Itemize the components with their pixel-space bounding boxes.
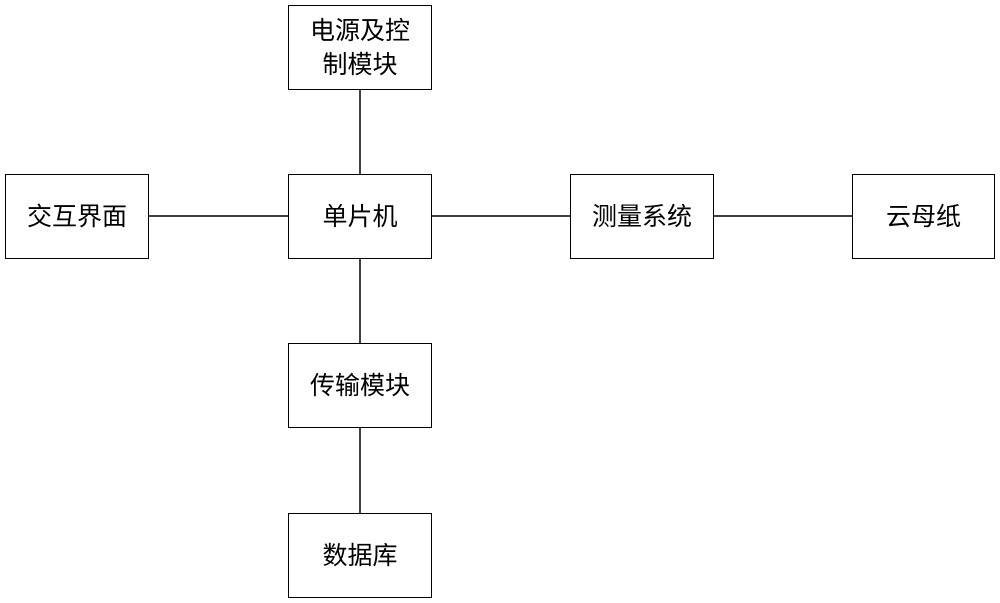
mica-paper-box: 云母纸 — [852, 174, 995, 259]
measurement-system-box: 测量系统 — [570, 174, 714, 259]
power-control-module-label: 电源及控 制模块 — [309, 15, 410, 79]
measurement-system-label: 测量系统 — [591, 201, 692, 231]
database-box: 数据库 — [288, 513, 432, 598]
database-label: 数据库 — [322, 540, 398, 570]
transmission-module-label: 传输模块 — [309, 370, 410, 400]
transmission-module-box: 传输模块 — [288, 343, 432, 428]
mica-paper-label: 云母纸 — [885, 201, 961, 231]
interaction-ui-label: 交互界面 — [26, 201, 127, 231]
mcu-label: 单片机 — [322, 201, 398, 231]
interaction-ui-box: 交互界面 — [5, 174, 149, 259]
mcu-box: 单片机 — [288, 174, 432, 259]
power-control-module-box: 电源及控 制模块 — [288, 5, 432, 90]
